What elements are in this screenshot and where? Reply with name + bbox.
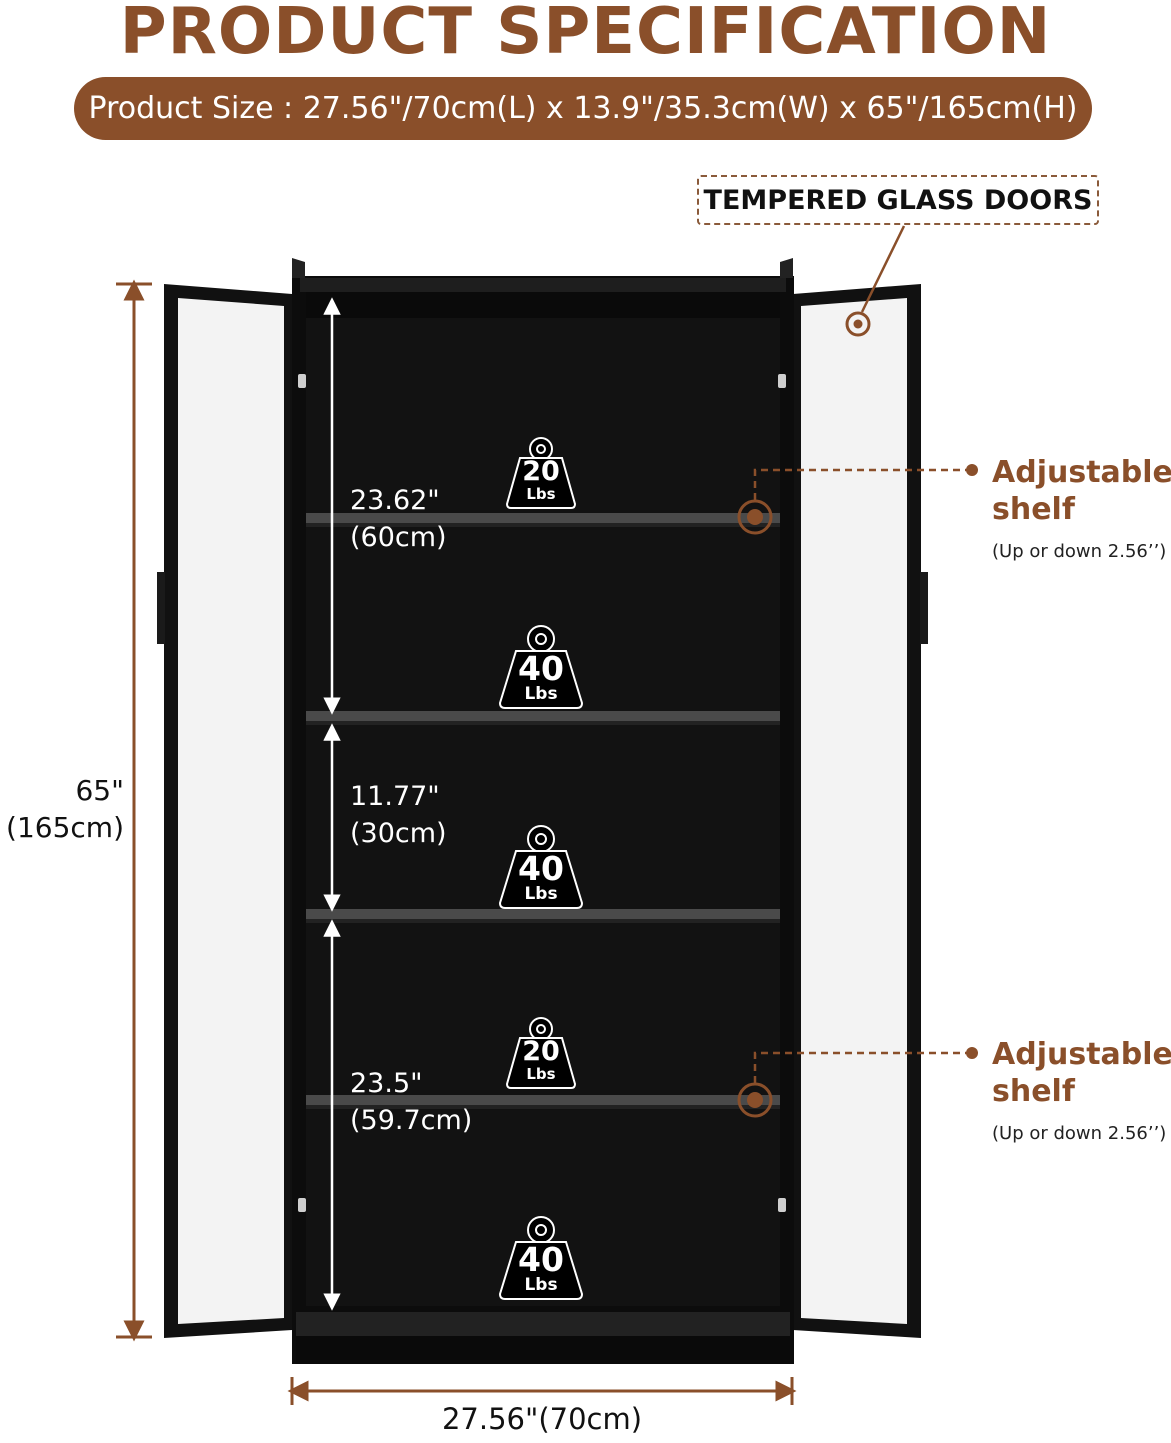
adjustable-shelf-upper-title-2: shelf: [992, 492, 1075, 527]
weight-badge: 40 Lbs: [496, 824, 586, 910]
weight-icon: [498, 1216, 584, 1300]
weight-icon: [505, 1017, 577, 1089]
weight-badge: 40 Lbs: [496, 1215, 586, 1301]
weight-badge: 20 Lbs: [496, 1016, 586, 1090]
left-glass-door: [157, 284, 292, 1338]
section-bottom-cm: (59.7cm): [350, 1105, 473, 1136]
shelf-3: [306, 909, 780, 919]
adjustable-shelf-upper-note: (Up or down 2.56’’): [992, 541, 1167, 562]
adjustable-shelf-upper-title-1: Adjustable: [992, 455, 1171, 490]
weight-value: 40: [518, 1240, 564, 1279]
shelf-callout-upper-leader: [737, 464, 978, 535]
weight-unit: Lbs: [524, 684, 558, 704]
door-callout-leader: [845, 225, 906, 337]
adjustable-shelf-upper-callout: Adjustable shelf (Up or down 2.56’’): [992, 454, 1171, 570]
hinges: [298, 374, 786, 1212]
width-dimension-line: [287, 1377, 797, 1405]
tempered-glass-doors-label: TEMPERED GLASS DOORS: [697, 175, 1099, 225]
shelf-callout-lower-leader: [737, 1047, 978, 1118]
height-cm-label: (165cm): [6, 811, 124, 844]
cabinet-body: [292, 258, 794, 1364]
right-glass-door: [793, 284, 928, 1338]
height-inches-label: 65": [75, 774, 124, 807]
section-bottom-inches: 23.5": [350, 1068, 423, 1099]
page-title: PRODUCT SPECIFICATION: [119, 0, 1052, 69]
weight-unit: Lbs: [526, 485, 556, 503]
weight-icon: [505, 437, 577, 509]
section-mid-inches: 11.77": [350, 781, 440, 812]
shelf-2: [306, 711, 780, 721]
weight-unit: Lbs: [524, 1275, 558, 1295]
width-label: 27.56"(70cm): [441, 1402, 643, 1436]
weight-value: 40: [518, 649, 564, 688]
weight-value: 40: [518, 849, 564, 888]
adjustable-shelf-lower-note: (Up or down 2.56’’): [992, 1123, 1167, 1144]
shelf-1: [306, 513, 780, 523]
adjustable-shelf-lower-title-1: Adjustable: [992, 1037, 1171, 1072]
adjustable-shelf-lower-callout: Adjustable shelf (Up or down 2.56’’): [992, 1036, 1171, 1152]
weight-icon: [498, 825, 584, 909]
section-top-cm: (60cm): [350, 522, 447, 553]
section-mid-cm: (30cm): [350, 818, 447, 849]
weight-badge: 20 Lbs: [496, 436, 586, 510]
shelves: [306, 513, 780, 1109]
shelf-4: [306, 1095, 780, 1105]
weight-unit: Lbs: [526, 1065, 556, 1083]
section-top-inches: 23.62": [350, 485, 440, 516]
weight-unit: Lbs: [524, 884, 558, 904]
weight-value: 20: [522, 456, 560, 487]
weight-icon: [498, 625, 584, 709]
height-dimension-line: [116, 279, 152, 1342]
adjustable-shelf-lower-title-2: shelf: [992, 1074, 1075, 1109]
weight-badge: 40 Lbs: [496, 624, 586, 710]
weight-value: 20: [522, 1036, 560, 1067]
product-size-banner: Product Size : 27.56"/70cm(L) x 13.9"/35…: [74, 77, 1092, 140]
